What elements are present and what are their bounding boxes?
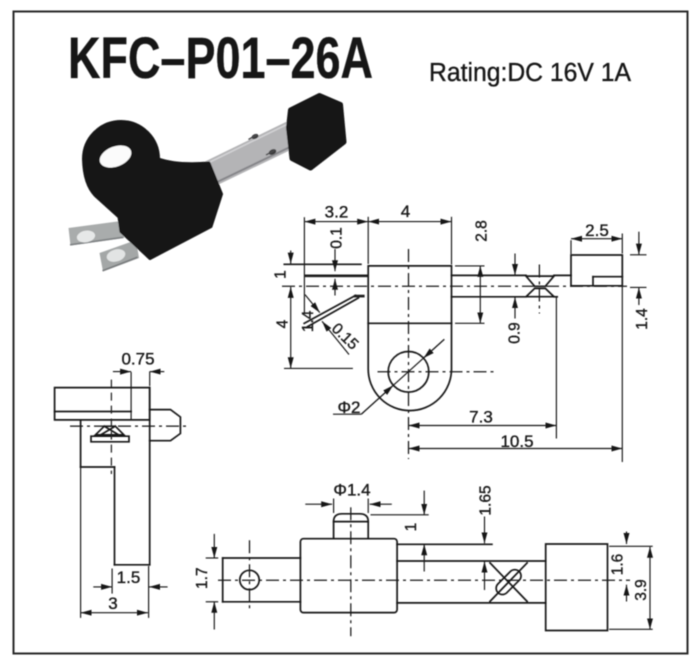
svg-text:KFC–P01–26A: KFC–P01–26A <box>68 26 373 91</box>
svg-text:4: 4 <box>401 202 410 221</box>
svg-text:0.75: 0.75 <box>121 350 154 369</box>
svg-text:1: 1 <box>403 523 420 532</box>
svg-text:Φ2: Φ2 <box>337 398 360 417</box>
svg-text:7.3: 7.3 <box>469 408 493 427</box>
svg-text:0.9: 0.9 <box>506 322 523 344</box>
svg-text:2.8: 2.8 <box>474 220 491 242</box>
svg-text:Φ1.4: Φ1.4 <box>333 481 370 500</box>
svg-text:0.1: 0.1 <box>329 227 346 249</box>
svg-text:1.4: 1.4 <box>634 308 651 330</box>
svg-text:3: 3 <box>108 594 117 613</box>
svg-text:4: 4 <box>275 319 292 328</box>
svg-text:1.6: 1.6 <box>609 554 626 576</box>
svg-text:3.9: 3.9 <box>633 579 650 601</box>
svg-text:3.2: 3.2 <box>325 203 349 222</box>
svg-text:1.5: 1.5 <box>117 568 141 587</box>
svg-text:Rating:DC 16V 1A: Rating:DC 16V 1A <box>429 59 631 87</box>
svg-text:1: 1 <box>273 270 290 279</box>
svg-text:1.4: 1.4 <box>300 310 317 332</box>
svg-text:1.7: 1.7 <box>194 567 211 589</box>
svg-text:10.5: 10.5 <box>500 432 533 451</box>
svg-text:1.65: 1.65 <box>478 485 495 515</box>
svg-text:2.5: 2.5 <box>585 221 609 240</box>
